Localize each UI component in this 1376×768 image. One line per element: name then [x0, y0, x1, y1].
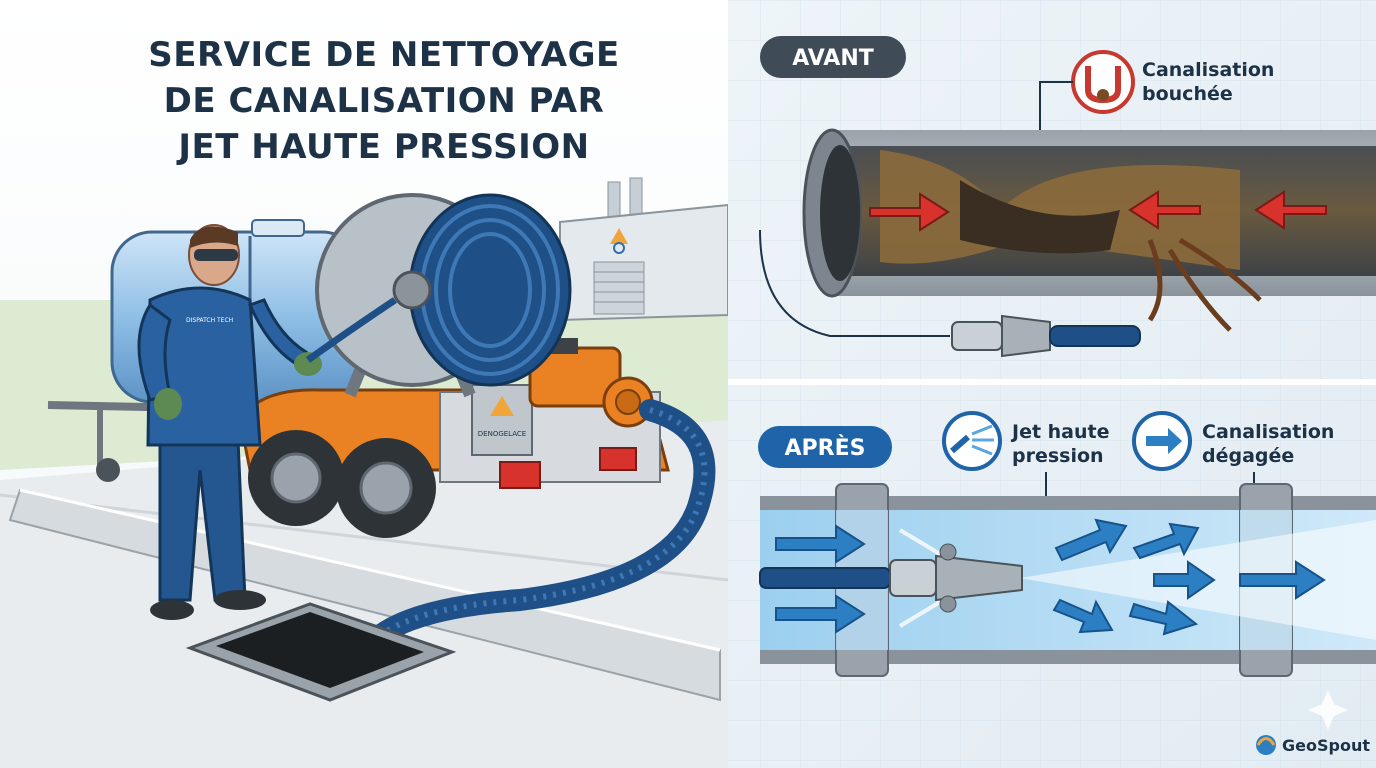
glove-left [154, 388, 182, 420]
unit-label: DENOGELACE [478, 430, 526, 438]
pressure-arrow-back-1 [1128, 190, 1201, 230]
right-panel: AVANT Canalisation bouchée [728, 0, 1376, 768]
after-badge [758, 426, 892, 468]
clear-label-line-2: dégagée [1202, 445, 1294, 467]
worker: DISPATCH TECH [137, 224, 322, 620]
after-badge-label: APRÈS [785, 435, 866, 461]
after-section: APRÈS Jet haute pression Canalisation dé… [758, 411, 1376, 677]
page-title-line-3: JET HAUTE PRESSION [176, 127, 589, 167]
clear-label-line-1: Canalisation [1202, 421, 1334, 443]
spray-lance [305, 297, 397, 363]
flow-arrows [775, 518, 1326, 636]
sewer-hose [349, 399, 716, 671]
jet-nozzle-active [759, 543, 1023, 613]
sparkle-icon [1308, 690, 1348, 730]
before-callout-line-1: Canalisation [1142, 59, 1274, 81]
left-panel: SERVICE DE NETTOYAGE DE CANALISATION PAR… [0, 0, 729, 768]
jet-nozzle [951, 314, 1141, 358]
brand-logo: GeoSpout [1256, 735, 1370, 755]
wheel-rear [336, 438, 436, 538]
factory-building [559, 177, 729, 322]
brand-name: GeoSpout [1282, 736, 1370, 755]
before-callout-line-2: bouchée [1142, 83, 1233, 105]
safety-glasses-icon [194, 249, 238, 261]
before-badge-label: AVANT [792, 46, 874, 71]
factory-logo-icon [610, 228, 628, 244]
wheel-front [248, 430, 344, 526]
unit-logo-icon [490, 396, 514, 416]
before-section: AVANT Canalisation bouchée [759, 36, 1376, 358]
page-title-line-1: SERVICE DE NETTOYAGE [148, 35, 620, 75]
jet-label-line-1: Jet haute [1010, 421, 1110, 443]
manhole [185, 602, 457, 702]
jet-label-line-2: pression [1012, 445, 1104, 467]
page-title-line-2: DE CANALISATION PAR [164, 81, 605, 121]
uniform-badge: DISPATCH TECH [186, 317, 233, 324]
roots-icon [1147, 237, 1262, 332]
pressure-arrow-back-2 [1254, 190, 1327, 230]
before-badge [760, 36, 906, 78]
hose-reel [315, 193, 572, 398]
pressure-arrow-in [869, 192, 950, 232]
